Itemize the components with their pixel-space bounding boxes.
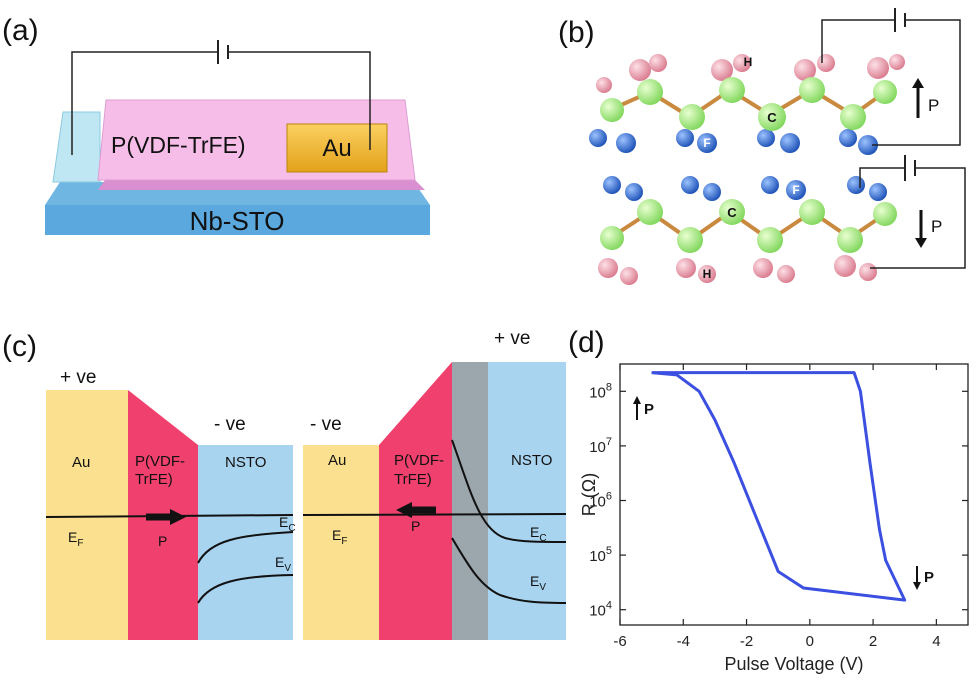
p-down-label: P (931, 217, 942, 236)
panel-d-label: (d) (568, 326, 605, 359)
p-arrow-down-head (915, 238, 927, 248)
y-tick-label: 108 (589, 381, 612, 401)
right-ev-label: EV (530, 573, 546, 593)
right-au-region (303, 445, 379, 640)
right-nsto-label: NSTO (511, 452, 552, 469)
x-tick-label: 4 (932, 633, 940, 650)
atom-h-label-bottom: H (703, 267, 712, 281)
left-ferro-label-1: P(VDF- (135, 453, 185, 470)
chain-top-fluorines (589, 129, 878, 155)
substrate-label: Nb-STO (190, 206, 285, 236)
right-ferro-label-2: TrFE) (394, 471, 432, 488)
y-tick-label: 104 (589, 600, 612, 620)
right-p-label: P (411, 518, 420, 534)
band-diagram-left: + ve - ve Au P(VDF- TrFE) NSTO EF P EC E… (45, 367, 296, 640)
right-nsto-region (488, 362, 566, 640)
left-p-arrow-head (170, 509, 186, 525)
contact-pad (52, 111, 101, 183)
chain-bottom-hydrogens (598, 255, 877, 285)
wire-left (71, 51, 218, 155)
right-valence-band (451, 537, 567, 604)
right-bias-au: - ve (310, 414, 342, 435)
left-ev-label: EV (275, 554, 291, 574)
y-tick-label: 107 (589, 436, 612, 456)
panel-a-label: (a) (2, 14, 39, 47)
hysteresis-loop-line (651, 371, 907, 602)
left-valence-band (197, 574, 294, 604)
chain-top-carbons (600, 77, 897, 131)
film-label: P(VDF-TrFE) (111, 132, 246, 158)
left-ef-label: EF (68, 529, 83, 549)
au-label: Au (322, 135, 351, 162)
x-tick-label: 2 (869, 633, 877, 650)
left-nsto-region (198, 445, 293, 640)
chain-bottom-carbons (600, 199, 897, 253)
y-tick-label: 106 (589, 491, 612, 511)
panel-b: (b) H C F (558, 8, 966, 285)
p-down-label: P (924, 569, 934, 586)
right-bias-nsto: + ve (494, 328, 530, 349)
atom-c-label-bottom: C (727, 205, 737, 220)
p-arrow-up-head (912, 78, 924, 88)
p-up-label: P (928, 96, 939, 115)
p-down-arrow-head (913, 582, 921, 590)
left-bias-au: + ve (60, 367, 96, 388)
right-conduction-band (451, 439, 567, 543)
right-ferro-label-1: P(VDF- (394, 452, 444, 469)
x-tick-label: -2 (740, 633, 753, 650)
atom-h-label: H (744, 55, 753, 69)
atom-f-label-bottom: F (792, 183, 799, 197)
right-fermi-level (302, 513, 567, 516)
band-diagram-right: - ve + ve Au P(VDF- TrFE) NSTO EF P EC E… (302, 328, 567, 640)
left-ec-label: EC (279, 514, 296, 534)
p-up-arrow-head (633, 396, 641, 404)
right-au-label: Au (328, 452, 346, 469)
left-au-label: Au (72, 454, 90, 471)
left-bias-nsto: - ve (214, 414, 246, 435)
left-ferro-label-2: TrFE) (135, 471, 173, 488)
panel-a: (a) Nb-STO P(VDF-TrFE) Au (2, 14, 430, 236)
right-ferro-region (379, 362, 452, 640)
chain-top-hydrogens (596, 54, 905, 93)
film-edge (98, 180, 425, 190)
plot-frame (619, 363, 969, 626)
left-au-region (46, 390, 128, 640)
substrate (45, 205, 430, 235)
p-up-label: P (644, 401, 654, 418)
right-ec-label: EC (530, 524, 547, 544)
chain-bottom-fluorines (603, 176, 887, 201)
left-nsto-label: NSTO (225, 454, 266, 471)
wire-top-left (821, 19, 895, 63)
x-axis-label: Pulse Voltage (V) (724, 654, 863, 674)
wire-right (228, 51, 371, 150)
atom-f-label: F (703, 136, 710, 150)
right-ef-label: EF (332, 527, 347, 547)
right-depletion-region (452, 362, 488, 640)
wire-bottom-right (870, 167, 966, 269)
x-tick-label: 0 (806, 633, 814, 650)
panel-b-label: (b) (558, 16, 595, 49)
wire-bottom-left (859, 167, 905, 188)
x-tick-label: -6 (613, 633, 626, 650)
y-tick-label: 105 (589, 545, 612, 565)
atom-c-label: C (767, 110, 777, 125)
wire-top-right (872, 19, 961, 146)
y-axis-label: R (Ω) (579, 473, 599, 516)
panel-c-label: (c) (2, 330, 37, 363)
left-p-label: P (158, 533, 167, 549)
right-p-arrow-head (396, 502, 412, 518)
panel-c: (c) + ve - ve Au P(VDF- TrFE) NSTO EF P … (2, 328, 567, 640)
x-tick-label: -4 (677, 633, 690, 650)
left-conduction-band (197, 531, 294, 564)
